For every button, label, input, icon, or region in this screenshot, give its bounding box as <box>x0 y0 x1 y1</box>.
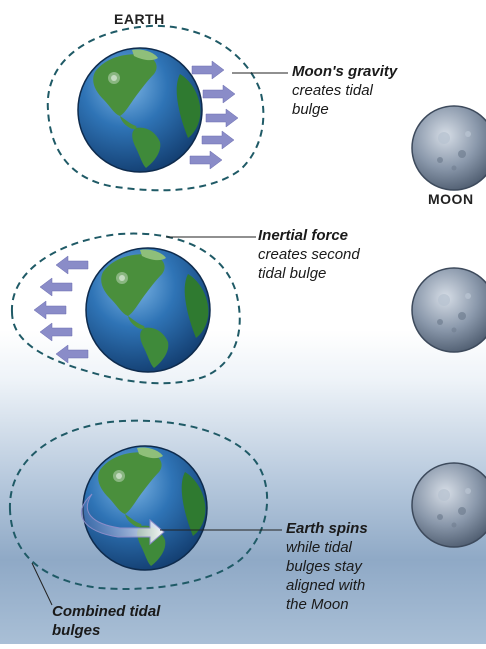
caption-emphasis: Moon's gravity <box>292 63 398 80</box>
caption-combined: Combined tidal bulges <box>52 602 182 640</box>
panel-3-combined <box>8 419 486 606</box>
tidal-bulge-outline <box>46 24 265 192</box>
moon-label: MOON <box>428 191 474 207</box>
caption-text: while tidal bulges stay aligned with the… <box>286 539 366 613</box>
caption-emphasis: Inertial force <box>258 227 349 244</box>
caption-inertia: Inertial force creates second tidal bulg… <box>258 226 378 283</box>
gravity-arrow <box>201 130 235 150</box>
spin-arrow <box>80 493 165 546</box>
panel-1-gravity <box>46 24 486 192</box>
inertia-arrow <box>55 344 89 364</box>
inertia-arrow <box>39 277 73 297</box>
earth-globe <box>85 247 211 373</box>
caption-spin: Earth spins while tidal bulges stay alig… <box>286 519 386 614</box>
panel-2-inertia <box>10 232 486 385</box>
earth-label: EARTH <box>114 11 165 27</box>
gravity-arrow <box>189 150 223 170</box>
gravity-arrow <box>202 84 236 104</box>
caption-emphasis: Earth spins <box>286 520 368 537</box>
moon-globe <box>411 267 486 353</box>
caption-text: creates tidal bulge <box>292 82 373 118</box>
caption-gravity: Moon's gravity creates tidal bulge <box>292 62 402 119</box>
tidal-bulge-outline <box>8 419 269 590</box>
moon-globe <box>411 462 486 548</box>
inertia-arrow <box>33 300 67 320</box>
gravity-arrow <box>205 108 239 128</box>
caption-emphasis: Combined tidal bulges <box>52 603 161 639</box>
caption-text: creates second tidal bulge <box>258 246 360 282</box>
moon-globe <box>411 105 486 191</box>
gravity-arrow <box>191 60 225 80</box>
inertia-arrow <box>39 322 73 342</box>
leader-line <box>31 562 53 606</box>
tidal-bulge-outline <box>10 232 241 385</box>
earth-globe <box>77 47 203 173</box>
inertia-arrow <box>55 255 89 275</box>
earth-globe <box>82 445 208 571</box>
